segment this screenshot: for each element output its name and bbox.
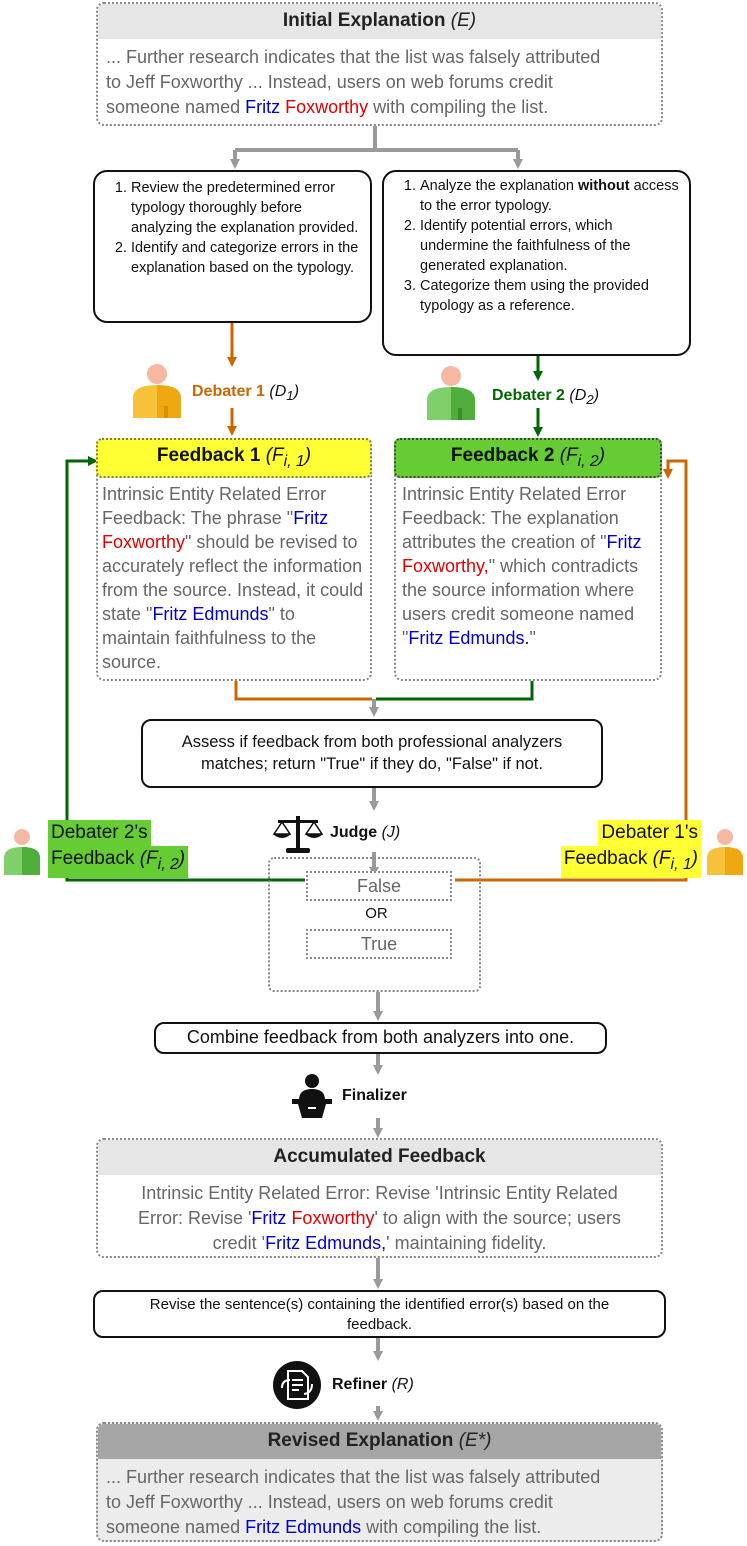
initial-explanation-header: Initial Explanation (E): [98, 4, 661, 39]
loop-green: [65, 456, 305, 882]
debater2-small-avatar-icon: [4, 829, 40, 875]
assess-instruction-box: Assess if feedback from both professiona…: [141, 719, 603, 788]
decision-box: False OR True: [268, 857, 481, 992]
initial-line-3: someone named Fritz Foxworthy with compi…: [106, 97, 549, 117]
entity-fritz: Fritz: [245, 97, 281, 117]
debater2-instruction-2: Identify potential errors, which undermi…: [420, 216, 679, 276]
debater2-label: Debater 2 (D2): [492, 387, 600, 408]
debater1-small-avatar-icon: [707, 829, 743, 875]
debater1-instruction-1: Review the predetermined error typology …: [131, 178, 360, 238]
debater1-avatar-icon: [133, 364, 181, 418]
initial-explanation-title: Initial Explanation: [282, 10, 446, 31]
false-option: False: [306, 871, 452, 901]
finalizer-label: Finalizer: [342, 1087, 407, 1104]
initial-explanation-box: Initial Explanation (E) ... Further rese…: [96, 2, 663, 126]
split-arrows: [230, 126, 523, 169]
judge-label: Judge (J): [330, 824, 401, 841]
combine-instruction-box: Combine feedback from both analyzers int…: [154, 1022, 607, 1054]
initial-explanation-symbol: (E): [450, 10, 477, 31]
revised-explanation-header: Revised Explanation (E*): [98, 1424, 661, 1459]
debater1-instruction-2: Identify and categorize errors in the ex…: [131, 238, 360, 278]
refiner-document-icon: [273, 1361, 321, 1409]
or-label: OR: [365, 905, 388, 922]
feedback2-text: Intrinsic Entity Related Error Feedback:…: [402, 483, 642, 648]
initial-explanation-text: ... Further research indicates that the …: [98, 39, 661, 126]
debater2-feedback-tag: Debater 2's Feedback (Fi, 2): [48, 820, 223, 878]
debater2-instructions-box: Analyze the explanation without access t…: [382, 170, 691, 356]
debater2-instruction-3: Categorize them using the provided typol…: [420, 276, 679, 316]
initial-line-2: to Jeff Foxworthy ... Instead, users on …: [106, 72, 553, 92]
feedback1-header: Feedback 1 (Fi, 1): [96, 438, 372, 478]
wire-feedback2-merge: [376, 681, 534, 701]
accumulated-feedback-text: Intrinsic Entity Related Error: Revise '…: [137, 1183, 622, 1253]
feedback1-box: Feedback 1 (Fi, 1) Intrinsic Entity Rela…: [96, 438, 372, 681]
refiner-label: Refiner (R): [332, 1376, 414, 1393]
feedback2-box: Feedback 2 (Fi, 2) Intrinsic Entity Rela…: [394, 438, 662, 681]
accumulated-feedback-box: Accumulated Feedback Intrinsic Entity Re…: [96, 1138, 663, 1258]
true-option: True: [306, 929, 452, 959]
wire-feedback1-merge: [234, 681, 372, 701]
finalizer-podium-icon: [292, 1074, 332, 1118]
scales-of-justice-icon: [272, 816, 324, 853]
accumulated-feedback-header: Accumulated Feedback: [98, 1140, 661, 1175]
debater2-avatar-icon: [427, 366, 475, 420]
initial-line-1: ... Further research indicates that the …: [106, 47, 601, 67]
loop-orange: [455, 459, 688, 882]
feedback1-text: Intrinsic Entity Related Error Feedback:…: [102, 483, 364, 672]
debater1-feedback-tag: Debater 1's Feedback (Fi, 1): [531, 820, 701, 878]
revise-instruction-box: Revise the sentence(s) containing the id…: [93, 1290, 666, 1338]
entity-foxworthy: Foxworthy: [285, 97, 369, 117]
debater1-instructions-box: Review the predetermined error typology …: [93, 170, 372, 323]
revised-explanation-text: ... Further research indicates that the …: [106, 1467, 601, 1537]
revised-explanation-box: Revised Explanation (E*) ... Further res…: [96, 1422, 663, 1542]
debater1-label: Debater 1 (D1): [192, 383, 300, 404]
feedback2-header: Feedback 2 (Fi, 2): [394, 438, 662, 478]
debater2-instruction-1: Analyze the explanation without access t…: [420, 176, 679, 216]
